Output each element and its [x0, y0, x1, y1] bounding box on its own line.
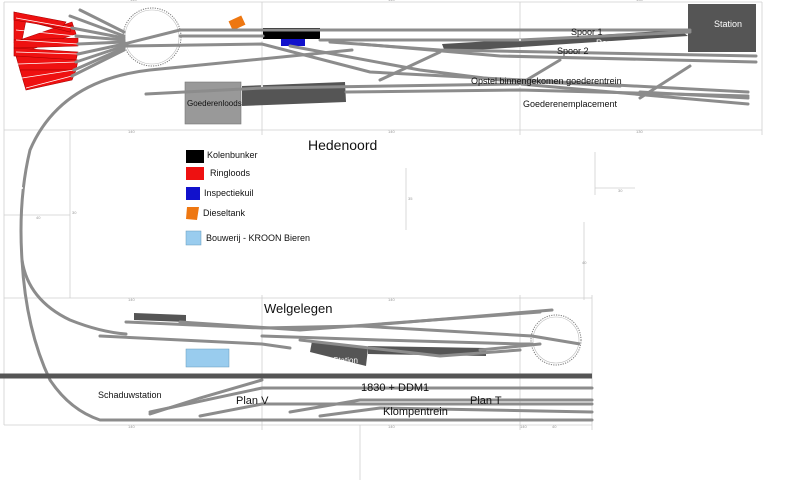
dimension-labels: 140 140 130 140 140 130 140 140 140 140 … [36, 0, 643, 429]
dim-welg-left: 140 [128, 297, 135, 302]
label-opstel: Opstel binnengekomen goederentrein [471, 76, 622, 86]
dieseltank [228, 15, 246, 31]
label-station-top: Station [714, 19, 742, 29]
ringloods-stall-lines [15, 17, 79, 89]
label-spoor1: Spoor 1 [571, 27, 603, 37]
dim-side-d: 40 [582, 260, 587, 265]
dim-mid-left: 140 [128, 129, 135, 134]
dim-mid-right: 130 [636, 129, 643, 134]
legend-label-ringloods: Ringloods [210, 168, 251, 178]
label-station-bottom: Station [333, 356, 358, 365]
region-label-welgelegen: Welgelegen [264, 301, 332, 316]
dim-welg-right: 140 [388, 297, 395, 302]
legend-swatch-kolenbunker [186, 150, 204, 163]
legend-label-inspectiekuil: Inspectiekuil [204, 188, 254, 198]
kolenbunker [263, 28, 320, 39]
label-goederenemplacement: Goederenemplacement [523, 99, 618, 109]
legend-swatch-dieseltank [186, 207, 199, 220]
dim-bot-left: 140 [128, 424, 135, 429]
welgelegen-loading-platform [134, 313, 186, 322]
station-hedenoord-building [688, 4, 756, 52]
label-spoor2: Spoor 2 [557, 46, 589, 56]
bouwerij-kroon-bieren [185, 348, 230, 368]
tracks-welgelegen [20, 258, 554, 358]
legend-swatch-inspectiekuil [186, 187, 200, 200]
label-plan-t: Plan T [470, 395, 502, 407]
label-goederenloods: Goederenloods [187, 99, 242, 108]
legend-swatch-bouwerij [185, 230, 202, 246]
tracks-hedenoord [19, 28, 758, 422]
dim-mid-mid: 140 [388, 129, 395, 134]
dim-side-c: 35 [408, 196, 413, 201]
label-perron: Perron [596, 38, 623, 48]
dim-top-mid: 140 [388, 0, 395, 2]
roundhouse-fan-tracks [68, 8, 126, 78]
dim-bot-right: 140 [520, 424, 527, 429]
dim-side-a: 40 [36, 215, 41, 220]
turntable-hedenoord [122, 7, 182, 67]
dim-top-left: 140 [130, 0, 137, 2]
label-schaduwstation: Schaduwstation [98, 390, 162, 400]
label-klompentrein: Klompentrein [383, 406, 448, 418]
tracks-schaduwstation [148, 378, 594, 422]
legend-label-bouwerij: Bouwerij - KROON Bieren [206, 233, 310, 243]
dim-side-b: 30 [72, 210, 77, 215]
dim-bot-mid: 140 [388, 424, 395, 429]
track-joints [21, 39, 521, 261]
label-ddm: 1830 + DDM1 [361, 382, 429, 394]
inspectiekuil [281, 39, 305, 46]
region-label-hedenoord: Hedenoord [308, 137, 377, 153]
dim-bot-far: 40 [552, 424, 557, 429]
legend-label-kolenbunker: Kolenbunker [207, 150, 258, 160]
dim-top-right: 130 [636, 0, 643, 2]
legend: Kolenbunker Ringloods Inspectiekuil Dies… [185, 150, 310, 246]
legend-label-dieseltank: Dieseltank [203, 208, 246, 218]
dim-side-e: 30 [618, 188, 623, 193]
label-plan-v: Plan V [236, 395, 269, 407]
dimension-lines [3, 1, 763, 480]
turntable-welgelegen [530, 314, 582, 366]
legend-swatch-ringloods [186, 167, 204, 180]
labels: Hedenoord Welgelegen Spoor 1 Spoor 2 Per… [98, 19, 742, 418]
